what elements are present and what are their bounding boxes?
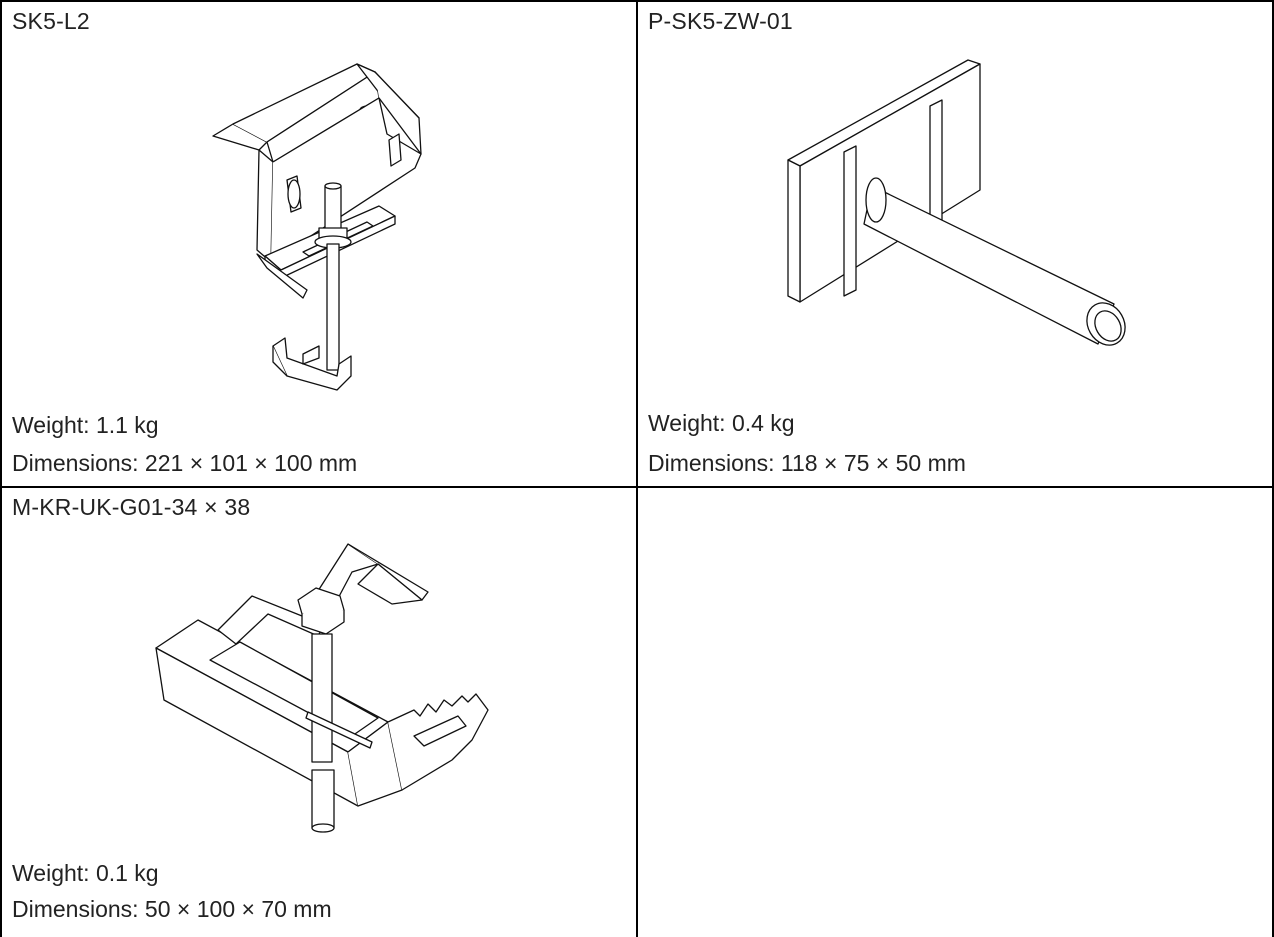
m-kr-uk-g01-clamp-drawing — [152, 540, 512, 840]
product-code: SK5-L2 — [12, 8, 90, 34]
table-column-divider — [636, 0, 638, 937]
table-border-right — [1272, 0, 1274, 937]
product-weight: Weight: 1.1 kg — [12, 412, 159, 438]
empty-cell — [638, 488, 1272, 937]
table-border-top — [0, 0, 1274, 2]
product-weight: Weight: 0.4 kg — [648, 410, 795, 436]
sk5-l2-hanger-bracket-drawing — [207, 58, 447, 398]
product-cell: P-SK5-ZW-01 Weight: 0.4 kg Dimensions: 1… — [638, 2, 1272, 486]
product-dimensions: Dimensions: 118 × 75 × 50 mm — [648, 450, 966, 476]
product-dimensions: Dimensions: 50 × 100 × 70 mm — [12, 896, 332, 922]
table-border-left — [0, 0, 2, 937]
product-cell: M-KR-UK-G01-34 × 38 Weight: 0.1 kg — [2, 488, 636, 937]
table-row-divider — [0, 486, 1274, 488]
p-sk5-zw-01-plate-pin-drawing — [768, 58, 1148, 358]
product-weight: Weight: 0.1 kg — [12, 860, 159, 886]
product-code: M-KR-UK-G01-34 × 38 — [12, 494, 251, 520]
product-dimensions: Dimensions: 221 × 101 × 100 mm — [12, 450, 358, 476]
product-cell: SK5-L2 — [2, 2, 636, 486]
product-code: P-SK5-ZW-01 — [648, 8, 793, 34]
